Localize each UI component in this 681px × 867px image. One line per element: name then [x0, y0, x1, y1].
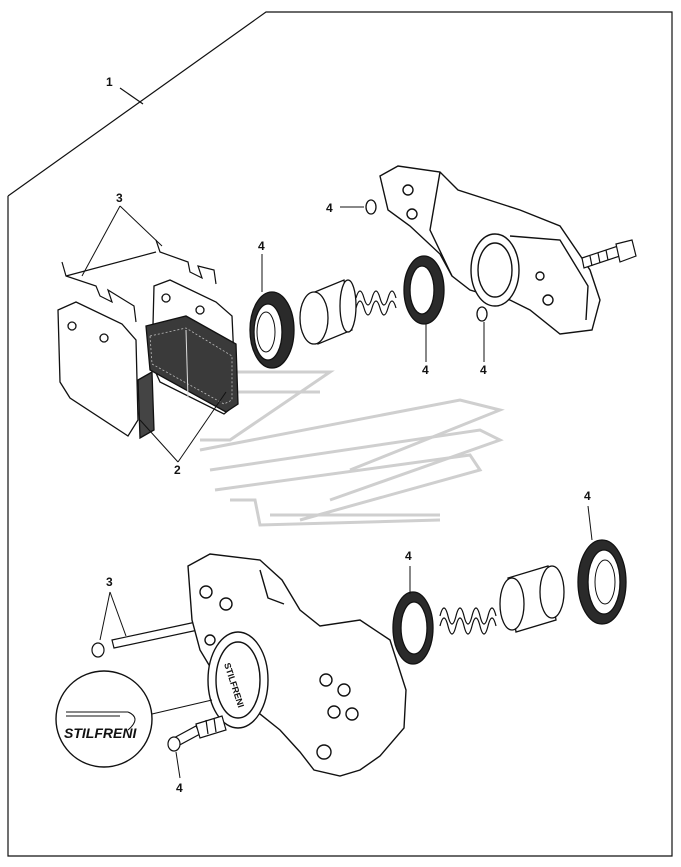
piston-upper — [299, 279, 357, 345]
caliper-half-upper — [379, 165, 601, 335]
callout-oring-right: 4 — [480, 363, 487, 377]
callout-seal-lower-right: 4 — [584, 489, 591, 503]
piston-seal-mid — [403, 255, 445, 325]
leader-lines — [81, 205, 593, 779]
callout-seal-left: 4 — [258, 239, 265, 253]
callout-oring-top: 4 — [326, 201, 333, 215]
piston-seal-lower-right — [577, 539, 627, 625]
caliper-pins — [91, 621, 199, 658]
brake-pad-left — [57, 301, 155, 440]
spring-lower — [439, 607, 497, 635]
callout-seal-lower-mid: 4 — [405, 549, 412, 563]
logo-brand-text: STILFRENI — [64, 725, 137, 741]
assembly-frame — [7, 11, 673, 857]
caliper-bolt — [581, 239, 637, 269]
stilfreni-logo-badge — [55, 670, 153, 768]
spring-upper — [355, 290, 397, 316]
oring-small-right — [476, 306, 488, 322]
piston-seal-left — [249, 291, 295, 369]
caliper-half-lower — [187, 553, 407, 777]
logo-leader — [151, 699, 213, 715]
piston-seal-lower-mid — [392, 591, 434, 665]
oring-small-top — [365, 199, 377, 215]
callout-pins: 3 — [106, 575, 113, 589]
callout-assembly: 1 — [106, 75, 113, 89]
bleeder-valve — [167, 715, 227, 752]
piston-lower — [499, 565, 565, 633]
callout-seal-mid: 4 — [422, 363, 429, 377]
callout-pad-springs: 3 — [116, 191, 123, 205]
callout-pads: 2 — [174, 463, 181, 477]
watermark-logo — [199, 370, 505, 527]
callout-bleeder: 4 — [176, 781, 183, 795]
brake-pad-right — [145, 279, 239, 415]
callout-labels: 1 3 2 4 4 4 4 3 4 4 4 — [106, 75, 591, 795]
pad-spring-clips — [61, 239, 217, 323]
